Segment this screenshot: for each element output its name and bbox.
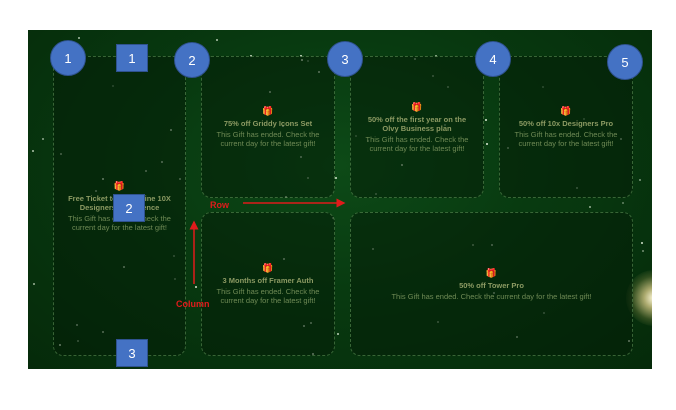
column-marker-1: 1 xyxy=(50,40,86,76)
gift-title: 50% off Tower Pro xyxy=(459,280,524,290)
star xyxy=(641,242,643,244)
star xyxy=(78,37,80,39)
column-marker-2: 2 xyxy=(174,42,210,78)
star xyxy=(32,150,34,152)
star xyxy=(33,283,35,285)
column-annotation-label: Column xyxy=(176,299,210,309)
column-marker-5: 5 xyxy=(607,44,643,80)
gift-status: This Gift has ended. Check the current d… xyxy=(514,130,618,148)
gift-status: This Gift has ended. Check the current d… xyxy=(365,134,469,153)
gift-title: 75% off Griddy Icons Set xyxy=(223,119,313,128)
row-annotation-label: Row xyxy=(210,200,229,210)
gift-card-5[interactable]: 🎁 3 Months off Framer Auth This Gift has… xyxy=(201,212,335,356)
gift-card-4[interactable]: 🎁 50% off 10x Designers Pro This Gift ha… xyxy=(499,56,633,198)
gift-status: This Gift has ended. Check the current d… xyxy=(391,291,592,301)
star xyxy=(639,179,641,181)
gift-card-6[interactable]: 🎁 50% off Tower Pro This Gift has ended.… xyxy=(350,212,633,356)
advent-calendar-stage: 🎁 Free Ticket to the Online 10X Designer… xyxy=(28,30,652,369)
star xyxy=(337,333,339,335)
gift-icon: 🎁 xyxy=(485,267,498,278)
gift-icon: 🎁 xyxy=(262,263,274,273)
star xyxy=(216,39,218,41)
star xyxy=(335,177,337,179)
star xyxy=(195,286,197,288)
row-marker-3: 3 xyxy=(116,339,148,367)
gift-title: 50% off the first year on the Olvy Busin… xyxy=(367,114,467,133)
gift-status: This Gift has ended. Check the current d… xyxy=(216,130,320,148)
star xyxy=(485,119,487,121)
gift-status: This Gift has ended. Check the current d… xyxy=(216,287,320,305)
star xyxy=(486,143,488,145)
star xyxy=(42,138,44,140)
gift-title: 50% off 10x Designers Pro xyxy=(518,119,614,128)
star xyxy=(642,250,644,252)
row-marker-1: 1 xyxy=(116,44,148,72)
column-marker-4: 4 xyxy=(475,41,511,77)
gift-icon: 🎁 xyxy=(262,106,274,116)
gift-title: 3 Months off Framer Auth xyxy=(222,276,314,285)
gift-icon: 🎁 xyxy=(411,101,423,112)
row-marker-2: 2 xyxy=(113,194,145,222)
star xyxy=(589,206,591,208)
column-marker-3: 3 xyxy=(327,41,363,77)
gift-icon: 🎁 xyxy=(560,106,572,116)
gift-card-3[interactable]: 🎁 50% off the first year on the Olvy Bus… xyxy=(350,56,484,198)
gift-card-2[interactable]: 🎁 75% off Griddy Icons Set This Gift has… xyxy=(201,56,335,198)
gift-icon: 🎁 xyxy=(113,180,126,191)
star xyxy=(622,202,624,204)
